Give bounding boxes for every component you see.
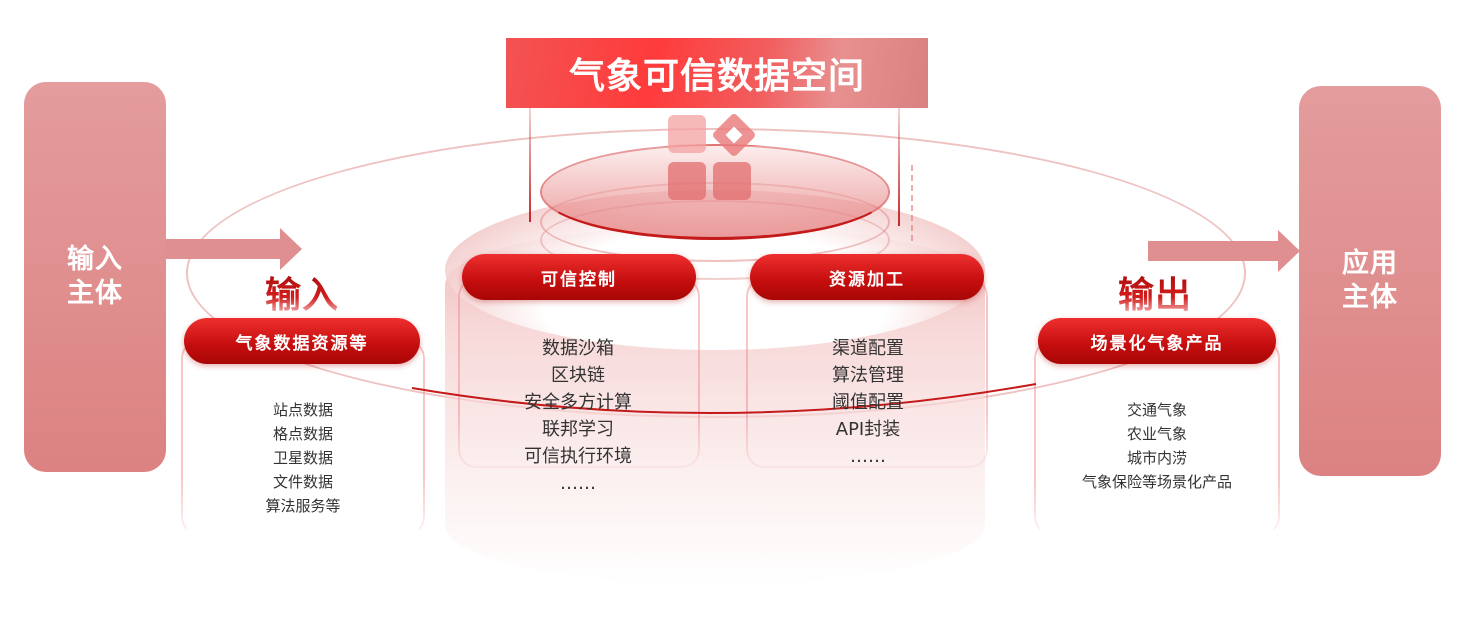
output-items-list: 交通气象 农业气象 城市内涝 气象保险等场景化产品 <box>1034 398 1280 494</box>
list-item: 安全多方计算 <box>524 392 632 413</box>
trust-control-label: 可信控制 <box>541 269 617 290</box>
list-item: …… <box>850 446 886 467</box>
list-item: 农业气象 <box>1126 425 1187 443</box>
list-item: 阈值配置 <box>832 392 904 413</box>
output-section-title: 输出 <box>1118 266 1192 318</box>
resource-processing-items-list: 渠道配置 算法管理 阈值配置 API封装 …… <box>748 335 988 470</box>
list-item: 算法服务等 <box>265 497 341 515</box>
connector-line <box>898 108 900 226</box>
trusted-space-logo-icon <box>668 112 758 205</box>
list-item: 交通气象 <box>1126 401 1187 419</box>
list-item: 文件数据 <box>272 473 333 491</box>
list-item: 可信执行环境 <box>524 446 632 467</box>
list-item: 区块链 <box>551 365 605 386</box>
input-header-label: 气象数据资源等 <box>235 333 369 354</box>
page-title: 气象可信数据空间 <box>568 56 865 97</box>
resource-processing-pill: 资源加工 <box>750 254 984 300</box>
list-item: 格点数据 <box>272 425 333 443</box>
output-header-pill: 场景化气象产品 <box>1038 318 1276 364</box>
output-arrow-icon <box>1148 230 1300 272</box>
output-entity-box: 应用 主体 <box>1299 86 1441 476</box>
list-item: 站点数据 <box>272 401 333 419</box>
list-item: 数据沙箱 <box>542 338 614 359</box>
output-header-label: 场景化气象产品 <box>1090 333 1224 354</box>
list-item: 联邦学习 <box>542 419 614 440</box>
list-item: …… <box>560 473 596 494</box>
dashed-connector-line <box>911 165 913 245</box>
list-item: 气象保险等场景化产品 <box>1081 473 1232 491</box>
output-entity-label: 应用 主体 <box>1342 248 1398 313</box>
title-banner: 气象可信数据空间 <box>506 38 928 108</box>
trust-control-items-list: 数据沙箱 区块链 安全多方计算 联邦学习 可信执行环境 …… <box>458 335 698 497</box>
trust-control-pill: 可信控制 <box>462 254 696 300</box>
input-items-list: 站点数据 格点数据 卫星数据 文件数据 算法服务等 <box>181 398 425 518</box>
input-entity-box: 输入 主体 <box>24 82 166 472</box>
list-item: 算法管理 <box>832 365 904 386</box>
list-item: 卫星数据 <box>272 449 333 467</box>
list-item: 城市内涝 <box>1126 449 1187 467</box>
resource-processing-label: 资源加工 <box>829 269 905 290</box>
input-entity-label: 输入 主体 <box>67 244 123 309</box>
list-item: 渠道配置 <box>832 338 904 359</box>
input-header-pill: 气象数据资源等 <box>184 318 420 364</box>
list-item: API封装 <box>835 419 901 440</box>
input-section-title: 输入 <box>265 266 339 318</box>
input-arrow-icon <box>166 228 302 270</box>
connector-line <box>529 108 531 222</box>
